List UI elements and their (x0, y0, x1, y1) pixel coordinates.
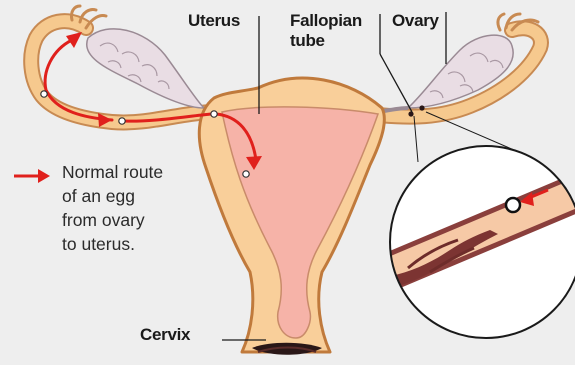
left-ovary (87, 29, 204, 108)
legend-line: from ovary (62, 208, 163, 232)
ovary-label: Ovary (392, 12, 439, 29)
fallopian-tube-label-line1: Fallopian (290, 12, 362, 29)
magnified-tube-inset (370, 146, 575, 338)
legend-line: Normal route (62, 160, 163, 184)
legend-line: to uterus. (62, 232, 163, 256)
legend-line: of an egg (62, 184, 163, 208)
fallopian-tube-label-line2: tube (290, 32, 325, 49)
legend-text: Normal route of an egg from ovary to ute… (62, 160, 163, 256)
cervix-label: Cervix (140, 326, 190, 343)
legend-arrow-icon (14, 169, 50, 183)
uterus-label: Uterus (188, 12, 240, 29)
